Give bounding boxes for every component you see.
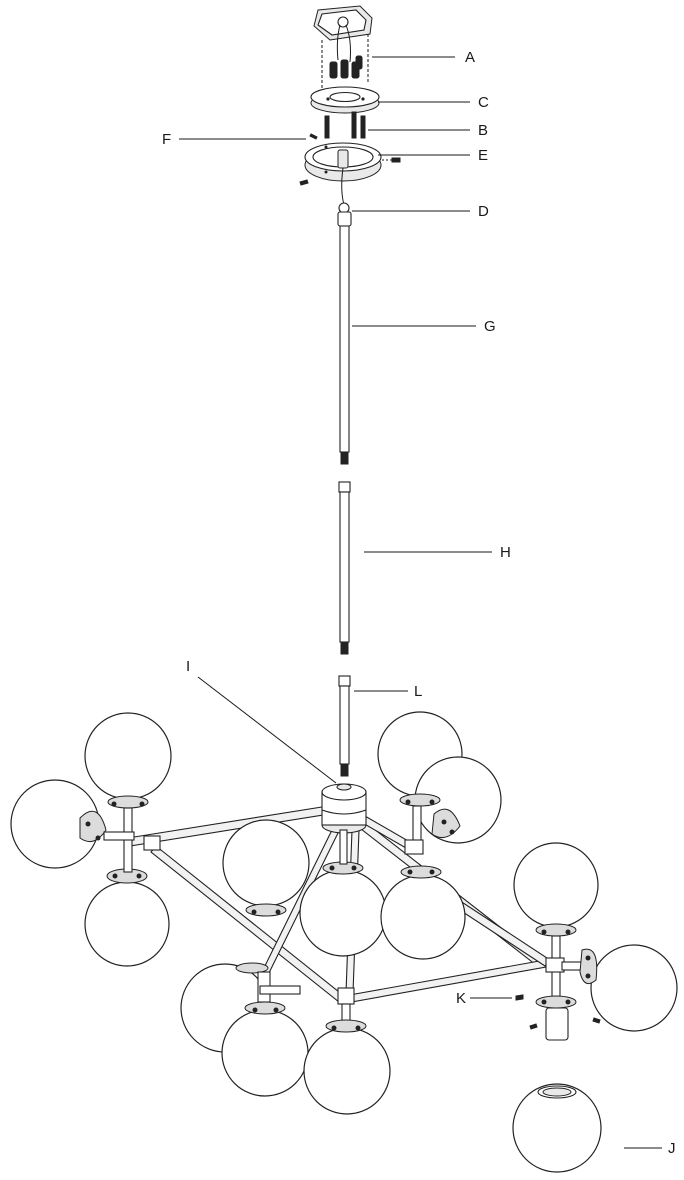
globe-3 bbox=[84, 881, 170, 967]
label-f: F bbox=[162, 131, 171, 148]
label-c: C bbox=[478, 94, 489, 111]
globe-6 bbox=[222, 819, 310, 907]
globe-13 bbox=[303, 1027, 391, 1115]
label-k: K bbox=[456, 990, 466, 1007]
leader-i bbox=[197, 676, 337, 784]
label-a: A bbox=[465, 49, 475, 66]
canopy bbox=[299, 142, 401, 186]
globe-7 bbox=[299, 869, 387, 957]
label-h: H bbox=[500, 544, 511, 561]
label-l: L bbox=[414, 683, 422, 700]
label-g: G bbox=[484, 318, 496, 335]
leader-lines bbox=[179, 56, 662, 1149]
part-labels: A C B F E D G H I L K J bbox=[162, 49, 676, 1157]
label-d: D bbox=[478, 203, 489, 220]
mounting-screws bbox=[324, 111, 366, 139]
label-i: I bbox=[186, 658, 190, 675]
set-screw-f bbox=[309, 133, 318, 140]
globe-12 bbox=[221, 1009, 309, 1097]
label-b: B bbox=[478, 122, 488, 139]
rod-g bbox=[339, 225, 350, 465]
globe-8 bbox=[380, 874, 466, 960]
rod-l bbox=[338, 675, 351, 777]
mounting-bracket bbox=[310, 86, 380, 114]
rod-h bbox=[338, 481, 351, 655]
globe-9 bbox=[513, 842, 599, 928]
junction-box bbox=[313, 5, 373, 63]
label-e: E bbox=[478, 147, 488, 164]
globe-10 bbox=[590, 944, 678, 1032]
canopy-loop bbox=[337, 167, 352, 227]
globes bbox=[10, 711, 678, 1173]
wire-connectors bbox=[321, 34, 369, 88]
globe-1 bbox=[84, 712, 172, 800]
center-hub bbox=[321, 783, 367, 834]
globe-holders bbox=[79, 793, 601, 1041]
label-j: J bbox=[668, 1140, 676, 1157]
globe-j bbox=[512, 1083, 602, 1173]
